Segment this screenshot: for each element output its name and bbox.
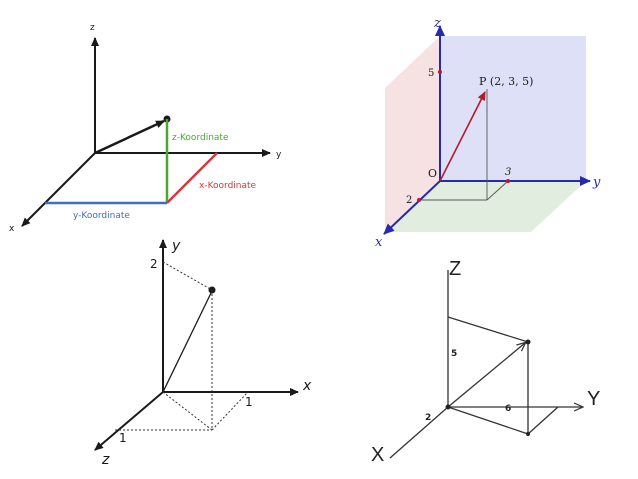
panel-d-x-axis — [389, 406, 449, 459]
panel-a-y-coordinate-label: y-Koordinate — [73, 211, 130, 221]
panel-c-coordinate-system: y x z 2 1 1 — [94, 238, 312, 468]
panel-d-z-axis-label: Z — [449, 258, 461, 280]
panel-d-y-axis-label: Y — [587, 388, 600, 410]
panel-c-tick-x-label: 1 — [245, 395, 253, 409]
panel-b-tick-x-label: 2 — [406, 195, 412, 206]
panel-a-x-coordinate-line — [166, 152, 218, 204]
panel-a-coordinate-system: z y x z-Koordinate x-Koordinate y-Koordi… — [9, 23, 282, 234]
panel-b-projection-floor-b — [486, 180, 509, 201]
panel-b-coordinate-system: z y x P (2, 3, 5) O 5 3 2 — [375, 16, 601, 250]
panel-d-tick-x-label: 2 — [425, 413, 431, 423]
panel-d-top-edge — [447, 316, 529, 343]
panel-b-wall-yz — [440, 36, 586, 181]
panel-d-tick-y-label: 6 — [505, 404, 511, 414]
panel-b-x-axis-label: x — [375, 235, 383, 250]
panel-c-y-axis-label: y — [171, 238, 181, 254]
panel-b-tick-z-label: 5 — [428, 68, 434, 79]
panel-b-tick-z-dot — [438, 70, 442, 74]
panel-a-x-axis — [21, 152, 96, 227]
panel-d-position-vector — [447, 343, 525, 408]
panel-b-y-axis-label: y — [592, 175, 601, 190]
panel-a-y-axis-label: y — [276, 150, 282, 160]
panel-d-floor-edge — [527, 406, 559, 435]
panel-c-x-axis-label: x — [302, 378, 312, 394]
panel-d-x-axis-label: X — [371, 444, 384, 466]
panel-a-z-coordinate-label: z-Koordinate — [172, 133, 229, 143]
panel-c-dotted-guides — [115, 261, 249, 431]
panel-b-tick-y-label: 3 — [505, 167, 511, 178]
panel-b-position-vector — [439, 91, 486, 182]
panel-a-position-vector — [94, 119, 165, 155]
panel-d-coordinate-system: Z Y X 5 6 2 — [371, 258, 600, 466]
panel-b-wall-xz — [385, 36, 440, 232]
panel-b-point-label: P (2, 3, 5) — [479, 75, 533, 88]
panel-a-z-axis-label: z — [90, 23, 95, 33]
panel-c-position-vector — [162, 290, 213, 393]
panel-d-tick-z-label: 5 — [451, 349, 457, 359]
panel-c-z-axis-label: z — [101, 452, 110, 468]
panel-a-x-axis-label: x — [9, 224, 15, 234]
panel-b-origin-label: O — [428, 167, 437, 180]
panel-b-tick-y-dot — [506, 179, 510, 183]
panel-a-x-coordinate-label: x-Koordinate — [199, 181, 257, 191]
panel-c-tick-z-label: 1 — [119, 431, 127, 445]
panel-d-floor-diagonal — [447, 406, 529, 435]
panel-b-tick-x-dot — [417, 198, 421, 202]
panel-d-tip-dot — [525, 339, 531, 345]
panel-d-origin-dot — [445, 404, 451, 410]
panel-b-z-axis-label: z — [433, 16, 441, 31]
panel-d-floor-dot — [526, 432, 530, 436]
panel-c-z-axis — [94, 391, 164, 451]
panel-b-x-axis — [383, 180, 441, 235]
panel-c-tick-y-label: 2 — [150, 257, 158, 271]
panel-b-floor — [385, 181, 586, 232]
